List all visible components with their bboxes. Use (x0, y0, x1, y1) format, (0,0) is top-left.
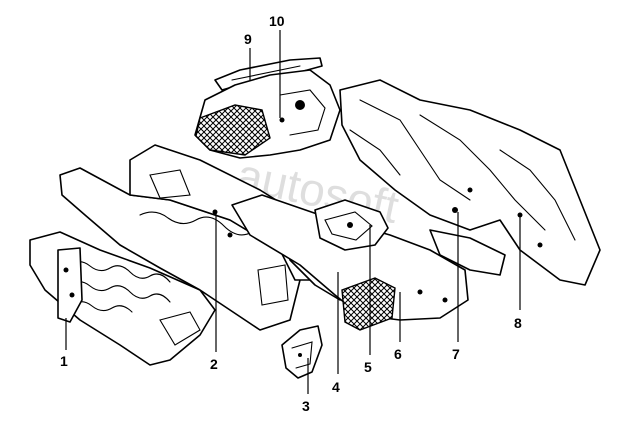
part-7-8-floor-assembly (339, 79, 601, 286)
callout-7: 7 (452, 212, 460, 362)
callout-6: 6 (394, 292, 402, 362)
callout-1: 1 (60, 318, 68, 369)
callout-3: 3 (302, 358, 310, 414)
callout-10: 10 (269, 13, 285, 118)
part-1-front-crossmember (29, 231, 216, 366)
callout-2: 2 (210, 212, 218, 372)
callout-4: 4 (332, 272, 340, 395)
callout-9: 9 (244, 31, 252, 80)
callout-label-8: 8 (514, 315, 522, 331)
callout-label-10: 10 (269, 13, 285, 29)
callout-8: 8 (514, 215, 522, 331)
callout-label-5: 5 (364, 359, 372, 375)
part-10-cowl-panel (194, 69, 341, 159)
callout-label-3: 3 (302, 398, 310, 414)
callout-label-1: 1 (60, 353, 68, 369)
callout-label-7: 7 (452, 346, 460, 362)
callout-label-9: 9 (244, 31, 252, 47)
callout-label-4: 4 (332, 379, 340, 395)
part-3-bracket (281, 325, 323, 379)
callout-5: 5 (364, 225, 372, 375)
callout-label-2: 2 (210, 356, 218, 372)
part-5-6-side-member (231, 194, 469, 331)
callout-label-6: 6 (394, 346, 402, 362)
